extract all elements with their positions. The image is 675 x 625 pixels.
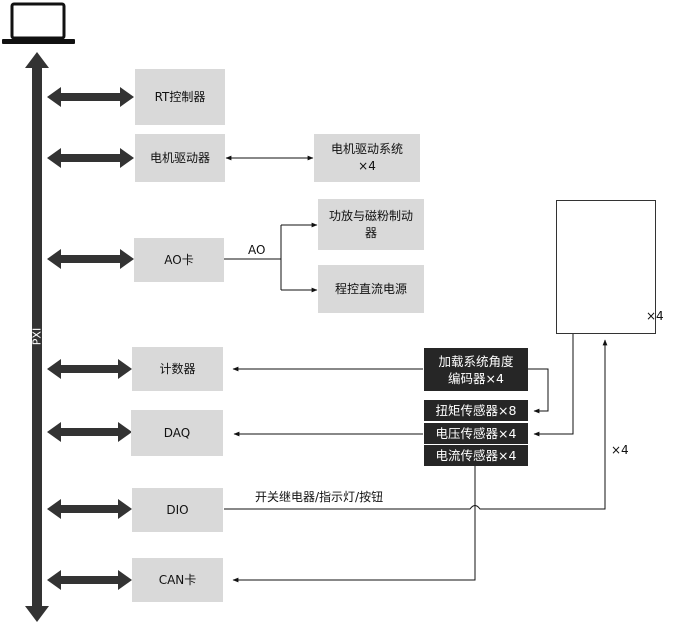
dio-signal-label: 开关继电器/指示灯/按钮 (255, 490, 384, 504)
can-card-label: CAN卡 (158, 572, 197, 587)
rt-controller-label: RT控制器 (154, 89, 206, 104)
current-sensor-label: 电流传感器×4 (435, 448, 517, 463)
rt-controller-box: RT控制器 (135, 69, 225, 125)
pxi-bus-label: PXI (30, 327, 44, 346)
ao-card-label: AO卡 (164, 252, 194, 267)
amp-brake-label-line2: 器 (364, 225, 377, 240)
photo-to-sensor-line (533, 334, 574, 437)
voltage-sensor-label: 电压传感器×4 (435, 426, 517, 441)
encoder-to-torque-line (528, 368, 549, 414)
ao-card-box: AO卡 (134, 238, 224, 282)
bus-module-arrows (47, 87, 134, 590)
dio-to-photo-line (224, 339, 608, 510)
counter-label: 计数器 (159, 361, 196, 376)
current-sensor-box: 电流传感器×4 (424, 445, 528, 466)
motor-system-box: 电机驱动系统 ×4 (314, 134, 420, 182)
dio-count-label: ×4 (611, 443, 629, 457)
bus-arrow-rt (47, 87, 134, 107)
motor-system-label-line2: ×4 (358, 159, 376, 173)
dio-box: DIO (132, 488, 223, 532)
torque-sensor-label: 扭矩传感器×8 (435, 403, 517, 418)
pxi-bus-arrow (25, 52, 49, 622)
laptop-icon (2, 2, 75, 44)
encoder-label-line2: 编码器×4 (448, 370, 504, 386)
photo-count-label: ×4 (646, 309, 664, 323)
motor-driver-label: 电机驱动器 (149, 150, 210, 165)
ao-branch-lines (224, 222, 318, 293)
encoder-label-line1: 加载系统角度 (438, 353, 514, 369)
bus-arrow-dio (47, 499, 132, 519)
dio-label: DIO (166, 502, 189, 517)
dc-power-box: 程控直流电源 (318, 265, 424, 313)
bus-arrow-daq (47, 422, 132, 442)
bus-arrow-counter (47, 359, 132, 379)
test-rig-photo-frame (556, 200, 656, 334)
encoder-box: 加载系统角度 编码器×4 (424, 348, 528, 391)
voltage-sensor-box: 电压传感器×4 (424, 423, 528, 444)
ao-signal-label: AO (248, 243, 266, 257)
counter-box: 计数器 (132, 347, 223, 391)
motor-driver-box: 电机驱动器 (135, 134, 225, 182)
amp-brake-label-line1: 功放与磁粉制动 (328, 208, 413, 223)
torque-sensor-box: 扭矩传感器×8 (424, 400, 528, 421)
dc-power-label: 程控直流电源 (334, 281, 407, 296)
amp-brake-box: 功放与磁粉制动 器 (318, 199, 424, 250)
bus-arrow-can (47, 570, 132, 590)
bus-arrow-ao (47, 249, 134, 269)
can-card-box: CAN卡 (132, 558, 223, 602)
motor-system-label-line1: 电机驱动系统 (330, 142, 403, 156)
daq-label: DAQ (163, 425, 191, 440)
current-to-can-line (232, 466, 476, 583)
daq-box: DAQ (131, 410, 223, 456)
bus-arrow-motor-driver (47, 148, 134, 168)
